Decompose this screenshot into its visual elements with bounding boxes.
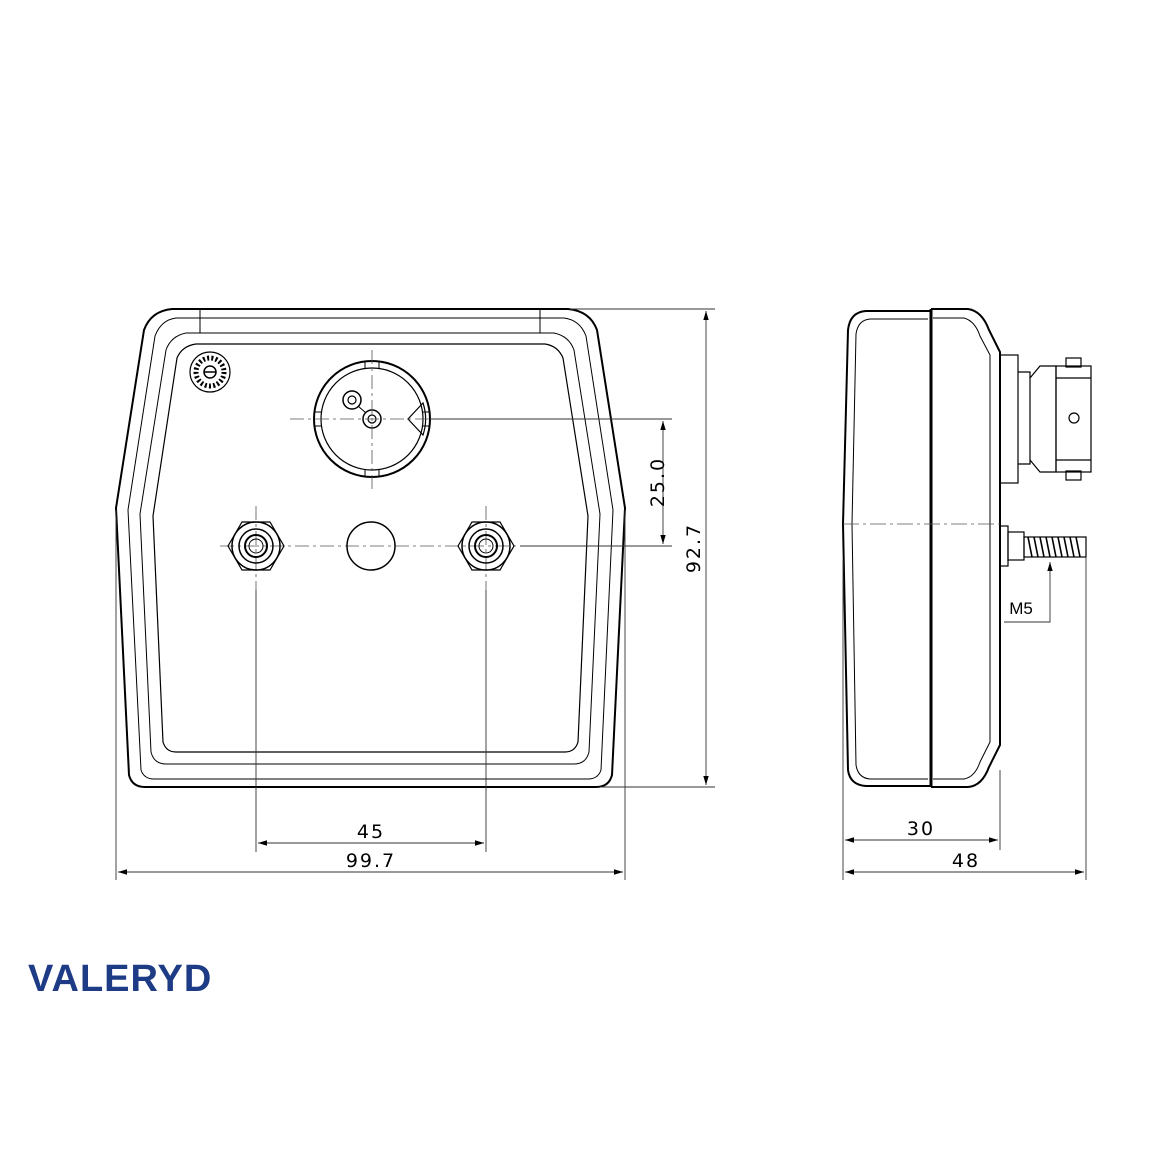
- threaded-stud-m5: [999, 525, 1087, 567]
- lens-side-profile: [841, 310, 930, 787]
- dim-overall-width: 99.7: [346, 850, 396, 872]
- centre-lines: [220, 350, 520, 590]
- side-view: [841, 308, 1092, 788]
- valeryd-logo: VALERYD: [28, 958, 213, 1000]
- front-view: [114, 308, 627, 788]
- mounting-nut-left: [227, 521, 285, 571]
- housing-inner-edge-1: [127, 317, 614, 780]
- housing-inner-edge-2: [139, 332, 601, 765]
- housing-outline: [114, 308, 627, 788]
- dim-body-depth: 30: [907, 818, 935, 840]
- side-dimension-lines: [842, 557, 1087, 880]
- centre-hole: [346, 521, 396, 571]
- mounting-nut-right: [457, 521, 515, 571]
- dim-overall-depth: 48: [952, 850, 980, 872]
- connector-housing-side: [999, 354, 1092, 484]
- housing-inner-edge-3: [152, 343, 589, 753]
- front-dimension-lines: [115, 308, 715, 880]
- dim-vertical-offset: 25.0: [647, 457, 669, 507]
- approval-mark-icon: [189, 351, 231, 393]
- dim-height: 92.7: [683, 523, 705, 573]
- label-bolt-thread: M5: [1009, 599, 1033, 618]
- dim-bolt-spacing: 45: [357, 821, 385, 843]
